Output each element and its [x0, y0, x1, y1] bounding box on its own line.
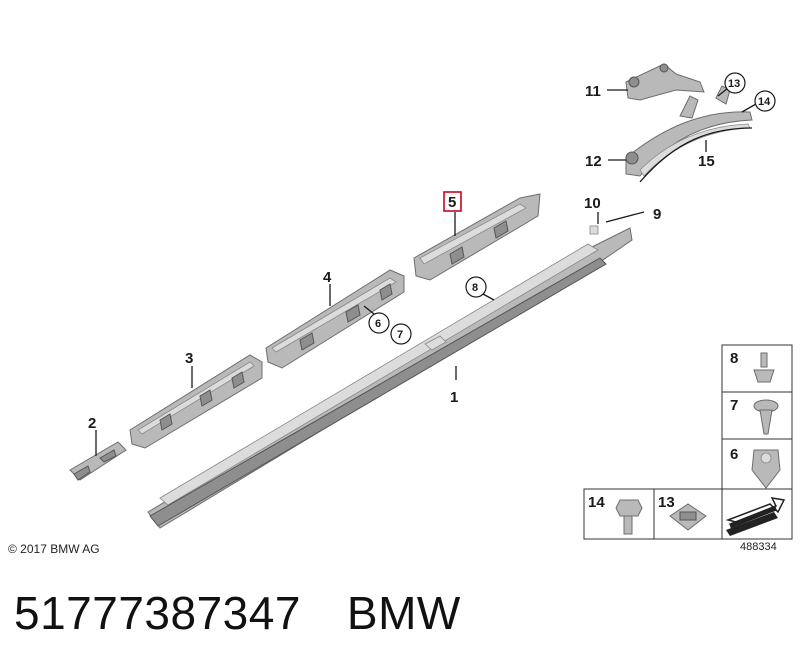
highlight-box-5	[443, 191, 462, 212]
callout-11: 11	[585, 83, 601, 100]
fastener-14-hex-bolt	[615, 499, 643, 535]
callout-10: 10	[584, 195, 601, 212]
callout-1: 1	[450, 389, 458, 406]
legend-label-8: 8	[730, 350, 738, 367]
fastener-13-hex-nut	[669, 503, 707, 531]
part-10-clip	[589, 225, 599, 235]
callout-9: 9	[653, 206, 661, 223]
part-5-front-bracket	[413, 193, 541, 281]
callout-15: 15	[698, 153, 715, 170]
callout-12: 12	[585, 153, 602, 170]
callout-2: 2	[88, 415, 96, 432]
brand-name: BMW	[346, 587, 461, 639]
parts-diagram: 1 2 3 4 5 6 7 8 9 10 11 12 13 14 15 8 7 …	[69, 63, 793, 540]
legend-label-13: 13	[658, 494, 675, 511]
callout-14: 14	[758, 96, 771, 108]
part-15-arch-trim	[625, 85, 753, 183]
part-4-rail-bracket	[265, 269, 405, 369]
drawing-number: 488334	[740, 541, 777, 553]
fastener-8-push-clip	[753, 352, 775, 383]
callout-8: 8	[472, 282, 478, 294]
part-3-rail-bracket	[129, 354, 263, 449]
legend-label-6: 6	[730, 446, 738, 463]
part-2-end-clip	[69, 441, 127, 481]
part-number: 51777387347	[14, 587, 301, 639]
callout-7-ring	[390, 323, 412, 345]
legend-label-7: 7	[730, 397, 738, 414]
direction-arrow-icon	[725, 497, 786, 536]
fastener-7-screw	[753, 399, 779, 435]
callout-5: 5	[448, 194, 456, 211]
callout-4: 4	[323, 269, 332, 286]
callout-6-ring	[368, 312, 390, 334]
part-1-side-sill	[147, 227, 633, 529]
callout-3: 3	[185, 350, 193, 367]
callout-7: 7	[397, 329, 403, 341]
fastener-6-expanding-nut	[751, 449, 781, 489]
callout-8-ring	[465, 276, 487, 298]
callout-13: 13	[728, 78, 740, 90]
callout-14-ring	[754, 90, 776, 112]
caption: 51777387347 BMW	[14, 586, 461, 646]
callout-6: 6	[375, 318, 381, 330]
part-11-upper-bracket	[625, 63, 705, 101]
callout-13-ring	[724, 72, 746, 94]
legend-label-14: 14	[588, 494, 605, 511]
copyright-notice: © 2017 BMW AG	[8, 542, 100, 556]
